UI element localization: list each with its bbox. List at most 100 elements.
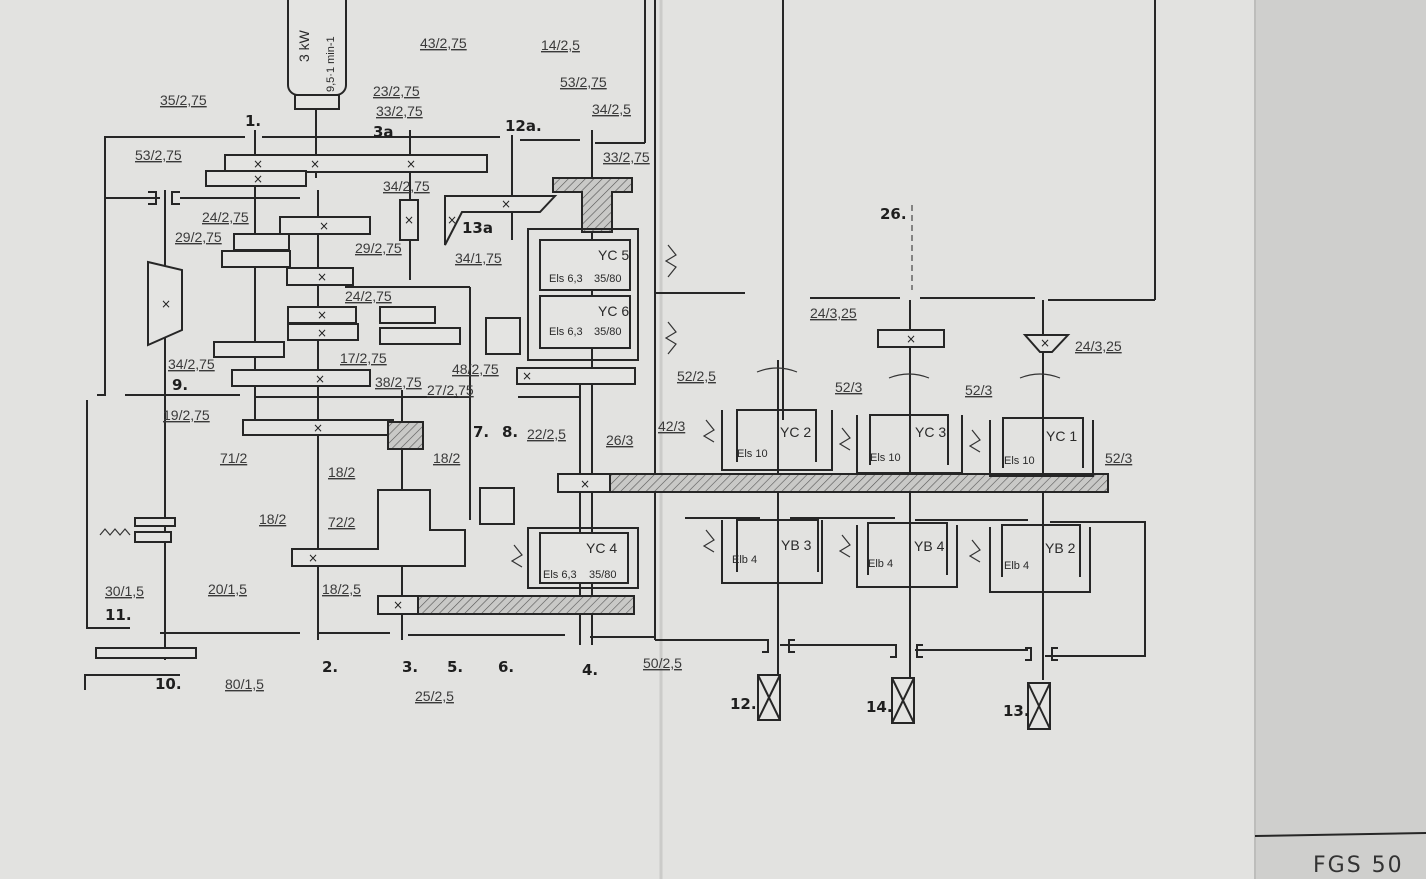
shaft-number: 9.	[172, 376, 188, 394]
gear-label: 23/2,75	[373, 83, 420, 99]
cylinder-name: YB 3	[781, 537, 812, 553]
svg-text:×: ×	[313, 421, 323, 435]
gear-label: 18/2	[328, 464, 355, 480]
gear-label: 29/2,75	[355, 240, 402, 256]
cylinder-spec: Els 6,3	[543, 569, 577, 581]
gear-label: 14/2,5	[541, 37, 580, 53]
gear-label: 17/2,75	[340, 350, 387, 366]
svg-text:×: ×	[308, 551, 318, 565]
shaft-number: 14.	[866, 698, 893, 716]
cylinder-name: YC 1	[1046, 428, 1077, 444]
cylinder-size: 35/80	[594, 273, 622, 285]
shaft-number: 12a.	[505, 117, 542, 135]
shaft-number: 13a	[462, 219, 493, 237]
motor	[287, 0, 347, 178]
shaft-number: 12.	[730, 695, 757, 713]
gear-labels: 35/2,75 53/2,75 23/2,75 33/2,75 43/2,75 …	[105, 35, 1132, 704]
margin-sheet	[1255, 0, 1426, 879]
housing-lines	[86, 0, 1156, 657]
shaft-number: 1.	[245, 112, 261, 130]
cylinder-size: 35/80	[594, 326, 622, 338]
cylinder-spec: Els 10	[870, 452, 901, 464]
svg-text:×: ×	[317, 326, 327, 340]
svg-text:×: ×	[393, 598, 403, 612]
svg-text:×: ×	[406, 157, 416, 171]
gear-label: 19/2,75	[163, 407, 210, 423]
svg-text:×: ×	[319, 219, 329, 233]
gear-label: 20/1,5	[208, 581, 247, 597]
shaft-numbers: 1. 3a 12a. 13a 9. 7. 8. 11. 2. 3. 5. 6. …	[105, 112, 1030, 720]
sheet-id: FGS 50	[1313, 853, 1404, 878]
gear-label: 18/2	[433, 450, 460, 466]
gear-label: 18/2,5	[322, 581, 361, 597]
gear-label: 43/2,75	[420, 35, 467, 51]
gear-label: 34/2,75	[168, 356, 215, 372]
svg-text:×: ×	[310, 157, 320, 171]
gear-label: 80/1,5	[225, 676, 264, 692]
gear-label: 27/2,75	[427, 382, 474, 398]
gear-label: 24/3,25	[1075, 338, 1122, 354]
gear-label: 22/2,5	[527, 426, 566, 442]
motor-speed: 9,5·1 min-1	[325, 36, 337, 92]
shaft-number: 5.	[447, 658, 463, 676]
svg-text:×: ×	[253, 157, 263, 171]
cylinder-name: YC 6	[598, 303, 629, 319]
cylinder-spec: Elb 4	[1004, 560, 1029, 572]
cylinders	[527, 228, 1094, 593]
gear-label: 34/2,5	[592, 101, 631, 117]
svg-text:×: ×	[522, 369, 532, 383]
gear-label: 18/2	[259, 511, 286, 527]
gear-label: 52/3	[1105, 450, 1132, 466]
shaft-number: 7.	[473, 423, 489, 441]
gear-label: 38/2,75	[375, 374, 422, 390]
svg-text:×: ×	[906, 332, 916, 346]
title-block-line	[1254, 832, 1426, 837]
gear-label: 33/2,75	[376, 103, 423, 119]
gear-label: 25/2,5	[415, 688, 454, 704]
gear-label: 52/2,5	[677, 368, 716, 384]
shaft-number: 26.	[880, 205, 907, 223]
svg-text:×: ×	[404, 213, 414, 227]
svg-text:×: ×	[1040, 336, 1050, 350]
cylinder-name: YC 5	[598, 247, 629, 263]
cylinder-spec: Els 6,3	[549, 326, 583, 338]
gear-label: 35/2,75	[160, 92, 207, 108]
gear-label: 24/2,75	[202, 209, 249, 225]
gear-label: 52/3	[835, 379, 862, 395]
svg-text:×: ×	[253, 172, 263, 186]
cylinder-spec: Els 10	[737, 448, 768, 460]
svg-text:×: ×	[580, 477, 590, 491]
shaft-number: 3.	[402, 658, 418, 676]
gear-label: 34/1,75	[455, 250, 502, 266]
shaft-number: 8.	[502, 423, 518, 441]
cylinder-name: YB 2	[1045, 540, 1076, 556]
svg-text:×: ×	[317, 270, 327, 284]
gear-label: 71/2	[220, 450, 247, 466]
shaft-number: 6.	[498, 658, 514, 676]
cylinder-spec: Els 6,3	[549, 273, 583, 285]
cylinder-name: YB 4	[914, 538, 945, 554]
motor-power: 3 kW	[296, 29, 312, 62]
gears	[84, 154, 1109, 690]
gear-label: 33/2,75	[603, 149, 650, 165]
shaft-number: 13.	[1003, 702, 1030, 720]
gear-label: 48/2,75	[452, 361, 499, 377]
shaft-number: 2.	[322, 658, 338, 676]
gear-label: 30/1,5	[105, 583, 144, 599]
gear-label: 26/3	[606, 432, 633, 448]
gear-label: 72/2	[328, 514, 355, 530]
svg-text:×: ×	[317, 308, 327, 322]
cylinder-name: YC 3	[915, 424, 946, 440]
valve-symbols	[99, 244, 1061, 568]
output-units	[148, 191, 1058, 730]
gear-label: 50/2,5	[643, 655, 682, 671]
shaft-number: 3a	[373, 123, 394, 141]
cylinder-spec: Els 10	[1004, 455, 1035, 467]
gear-label: 24/2,75	[345, 288, 392, 304]
svg-text:×: ×	[501, 197, 511, 211]
cylinder-labels: YC 5 Els 6,3 35/80 YC 6 Els 6,3 35/80 YC…	[543, 247, 1077, 581]
gear-label: 24/3,25	[810, 305, 857, 321]
cylinder-size: 35/80	[589, 569, 617, 581]
